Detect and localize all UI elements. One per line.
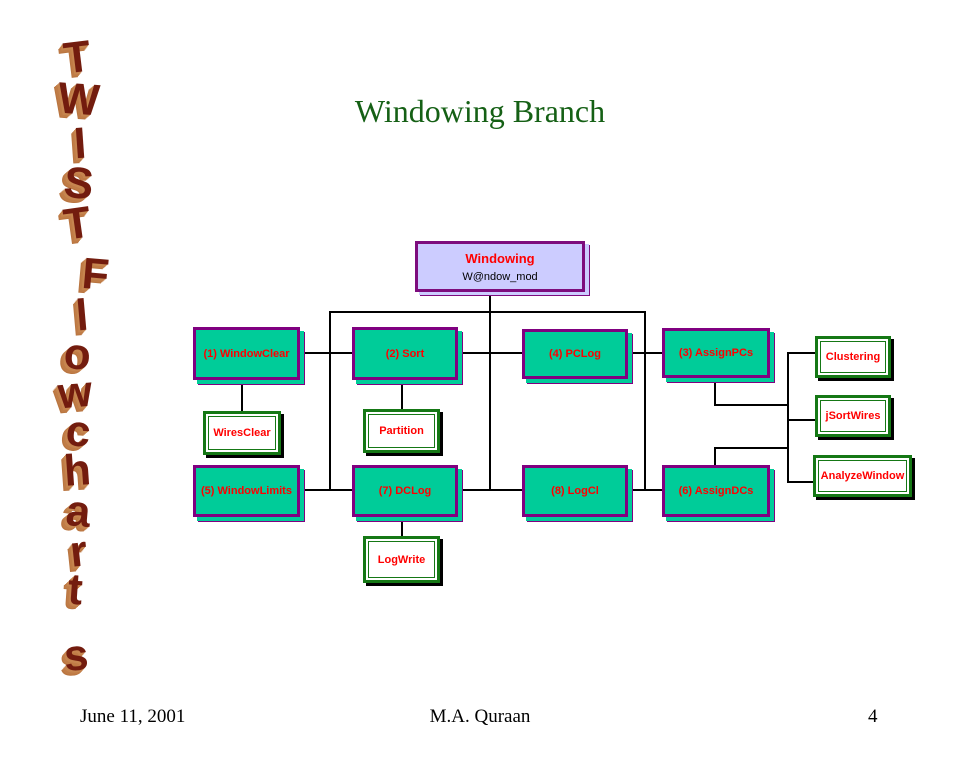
- connector-line: [628, 352, 662, 354]
- connector-line: [714, 447, 716, 465]
- connector-line: [644, 311, 646, 491]
- node-label: (5) WindowLimits: [201, 485, 292, 497]
- node-logwrite: LogWrite: [363, 536, 440, 583]
- node-label: (4) PCLog: [549, 348, 601, 360]
- wordart-letter: s: [62, 630, 90, 681]
- footer-date: June 11, 2001: [80, 706, 186, 727]
- node-label: Partition: [379, 425, 424, 437]
- node-partition: Partition: [363, 409, 440, 453]
- connector-line: [300, 352, 352, 354]
- connector-line: [329, 311, 331, 491]
- node-windowing: Windowing W@ndow_mod: [415, 241, 585, 292]
- node-label: AnalyzeWindow: [820, 470, 905, 482]
- wordart-letter: W: [56, 73, 102, 126]
- connector-line: [458, 352, 522, 354]
- node-dclog: (7) DCLog: [352, 465, 458, 517]
- node-analyzewindow: AnalyzeWindow: [813, 455, 912, 497]
- node-sublabel: W@ndow_mod: [462, 271, 538, 283]
- node-assignpcs: (3) AssignPCs: [662, 328, 770, 378]
- node-label: (1) WindowClear: [203, 347, 290, 360]
- connector-line: [401, 517, 403, 536]
- wordart-letter: T: [60, 197, 95, 250]
- node-assigndcs: (6) AssignDCs: [662, 465, 770, 517]
- node-label: WiresClear: [213, 427, 271, 439]
- node-jsortwires: jSortWires: [815, 395, 891, 437]
- footer-author: M.A. Quraan: [429, 706, 531, 727]
- footer-page-number: 4: [868, 706, 878, 727]
- connector-line: [489, 292, 491, 490]
- node-clustering: Clustering: [815, 336, 891, 378]
- node-pclog: (4) PCLog: [522, 329, 628, 379]
- connector-line: [241, 380, 243, 411]
- node-label: jSortWires: [825, 410, 881, 422]
- connector-line: [401, 380, 403, 409]
- connector-line: [714, 404, 789, 406]
- node-windowlimits: (5) WindowLimits: [193, 465, 300, 517]
- node-label: Clustering: [825, 351, 881, 363]
- node-label: Windowing: [465, 251, 535, 266]
- node-wiresclear: WiresClear: [203, 411, 281, 455]
- connector-line: [787, 352, 815, 354]
- node-label: (2) Sort: [385, 347, 425, 360]
- connector-line: [714, 447, 789, 449]
- connector-line: [458, 489, 522, 491]
- node-label: LogWrite: [377, 553, 426, 566]
- connector-line: [787, 419, 815, 421]
- node-label: (6) AssignDCs: [678, 485, 754, 497]
- node-sort: (2) Sort: [352, 327, 458, 380]
- slide-title: Windowing Branch: [354, 93, 606, 129]
- connector-line: [787, 352, 789, 483]
- node-label: (7) DCLog: [378, 485, 432, 497]
- connector-line: [714, 378, 716, 406]
- node-label: (3) AssignPCs: [678, 347, 754, 359]
- wordart-letter: t: [66, 564, 85, 615]
- connector-line: [300, 489, 352, 491]
- connector-line: [787, 481, 813, 483]
- connector-line: [329, 311, 646, 313]
- node-label: (8) LogCl: [551, 485, 599, 497]
- node-windowclear: (1) WindowClear: [193, 327, 300, 380]
- node-logcl: (8) LogCl: [522, 465, 628, 517]
- connector-line: [628, 489, 662, 491]
